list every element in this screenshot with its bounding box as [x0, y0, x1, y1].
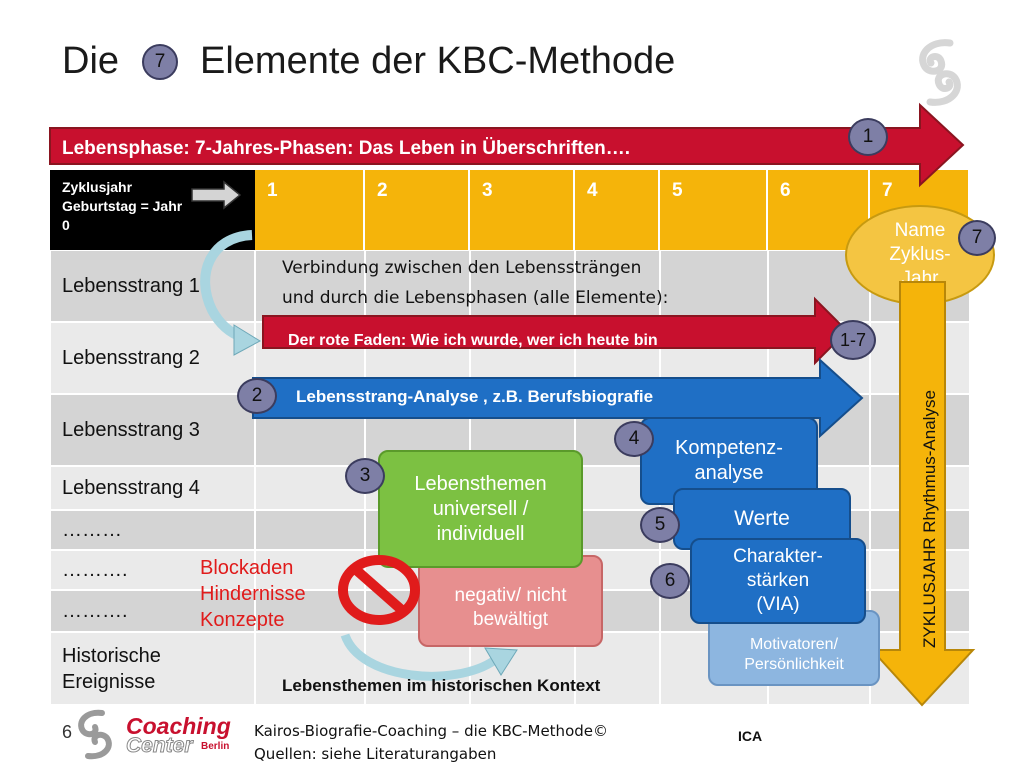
header-corner-line2: Geburtstag = Jahr	[62, 197, 183, 214]
footer-line1: Kairos-Biografie-Coaching – die KBC-Meth…	[254, 722, 608, 740]
grid-cell	[254, 509, 366, 551]
grid-label-cell	[49, 631, 256, 706]
lebensphase-arrow	[49, 102, 965, 188]
negative-line1: negativ/ nicht	[454, 585, 567, 607]
blockades-line2: Hindernisse	[200, 583, 306, 605]
red-thread-badge: 1-7	[830, 320, 876, 360]
negative-box: negativ/ nicht bewältigt	[418, 555, 603, 647]
logo-coaching: Coaching	[126, 713, 231, 739]
row-label: Lebensstrang 3	[62, 418, 200, 441]
red-thread-text: Der rote Faden: Wie ich wurde, wer ich h…	[288, 332, 658, 349]
name-cycle-badge: 7	[958, 220, 996, 256]
strand-analysis-text: Lebensstrang-Analyse , z.B. Berufsbiogra…	[296, 387, 654, 406]
strengths-line2: stärken	[746, 570, 810, 592]
red-thread-arrow	[262, 296, 849, 366]
name-cycle-line2: Zyklus-	[889, 244, 951, 266]
year-header-cell: 2	[365, 170, 470, 250]
themes-badge: 3	[345, 458, 385, 494]
row-label: ……….	[62, 599, 128, 622]
logo-center: Center	[126, 734, 194, 758]
vertical-arrow-text: ZYKLUSJAHR Rhythmus-Analyse	[920, 390, 939, 648]
header-corner-line1: Zyklusjahr	[62, 179, 133, 195]
vertical-cycle-arrow	[870, 281, 976, 707]
swirl-logo-icon	[919, 39, 961, 106]
year-header-cell: 3	[470, 170, 575, 250]
footer-line2: Quellen: siehe Literaturangaben	[254, 745, 497, 763]
blockades-line1: Blockaden	[200, 557, 294, 579]
themes-line1: Lebensthemen	[414, 472, 547, 495]
header-corner-cell: Zyklusjahr Geburtstag = Jahr 0	[50, 170, 255, 250]
row-label: Lebensstrang 1	[62, 274, 200, 297]
banner-badge: 1	[848, 118, 888, 156]
grid-label-cell	[49, 393, 256, 467]
logo-berlin: Berlin	[201, 741, 230, 752]
row-label: Lebensstrang 2	[62, 346, 200, 369]
coaching-center-swirl-icon	[78, 709, 112, 760]
grid-label-cell	[49, 465, 256, 511]
competence-badge: 4	[614, 421, 654, 457]
curved-connector-arrow	[200, 230, 262, 356]
competence-line1: Kompetenz-	[675, 437, 783, 459]
name-cycle-line1: Name	[894, 220, 946, 242]
year-header-cell: 1	[255, 170, 365, 250]
values-text: Werte	[734, 506, 790, 530]
strengths-badge: 6	[650, 563, 690, 599]
values-badge: 5	[640, 507, 680, 543]
strengths-line3: (VIA)	[756, 593, 800, 615]
year-header-cell: 5	[660, 170, 768, 250]
strengths-line1: Charakter-	[733, 546, 823, 568]
negative-line2: bewältigt	[473, 609, 548, 630]
themes-line2: universell /	[432, 497, 529, 520]
title-badge: 7	[142, 44, 178, 80]
connection-line2: und durch die Lebensphasen (alle Element…	[282, 288, 669, 308]
lebensphase-text: Lebensphase: 7-Jahres-Phasen: Das Leben …	[62, 138, 631, 159]
header-corner-line3: 0	[62, 216, 70, 233]
historical-curve-arrow	[340, 633, 518, 681]
grid-cell	[469, 249, 576, 323]
connection-line1: Verbindung zwischen den Lebenssträngen	[282, 258, 642, 278]
grid-label-cell	[49, 321, 256, 395]
page-number: 6	[62, 722, 73, 742]
row-label: Lebensstrang 4	[62, 476, 200, 499]
strengths-box: Charakter- stärken (VIA)	[690, 538, 866, 624]
blockades-line3: Konzepte	[200, 609, 285, 631]
row-label: ……….	[62, 558, 128, 581]
grid-label-cell	[49, 509, 256, 551]
themes-box: Lebensthemen universell / individuell	[378, 450, 583, 568]
grid-label-cell	[49, 249, 256, 323]
header-arrow-icon	[191, 180, 242, 210]
page-title-part2: Elemente der KBC-Methode	[200, 40, 676, 82]
grid-label-cell	[49, 589, 256, 633]
row-label: Historische Ereignisse	[62, 644, 161, 693]
motivators-line2: Persönlichkeit	[744, 656, 844, 673]
motivators-line1: Motivatoren/	[749, 636, 839, 653]
blockades-text: Blockaden Hindernisse Konzepte	[200, 555, 306, 633]
footer-ica: ICA	[738, 728, 763, 744]
year-header-cell: 4	[575, 170, 660, 250]
strand-analysis-badge: 2	[237, 378, 277, 414]
competence-line2: analyse	[694, 462, 764, 484]
row-label: ………	[62, 518, 122, 541]
prohibition-icon	[338, 555, 420, 625]
page-title-part1: Die	[62, 40, 120, 82]
historical-context-text: Lebensthemen im historischen Kontext	[282, 676, 601, 695]
themes-line3: individuell	[436, 522, 525, 545]
grid-cell	[254, 249, 366, 323]
